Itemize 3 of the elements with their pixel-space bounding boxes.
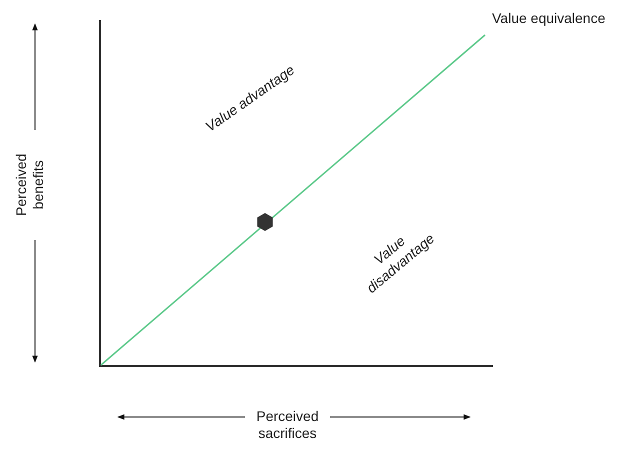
axis-label: Perceived benefits bbox=[13, 152, 47, 218]
axis-label: Perceived sacrifices bbox=[255, 408, 320, 442]
region-label: Value equivalence bbox=[492, 10, 606, 27]
